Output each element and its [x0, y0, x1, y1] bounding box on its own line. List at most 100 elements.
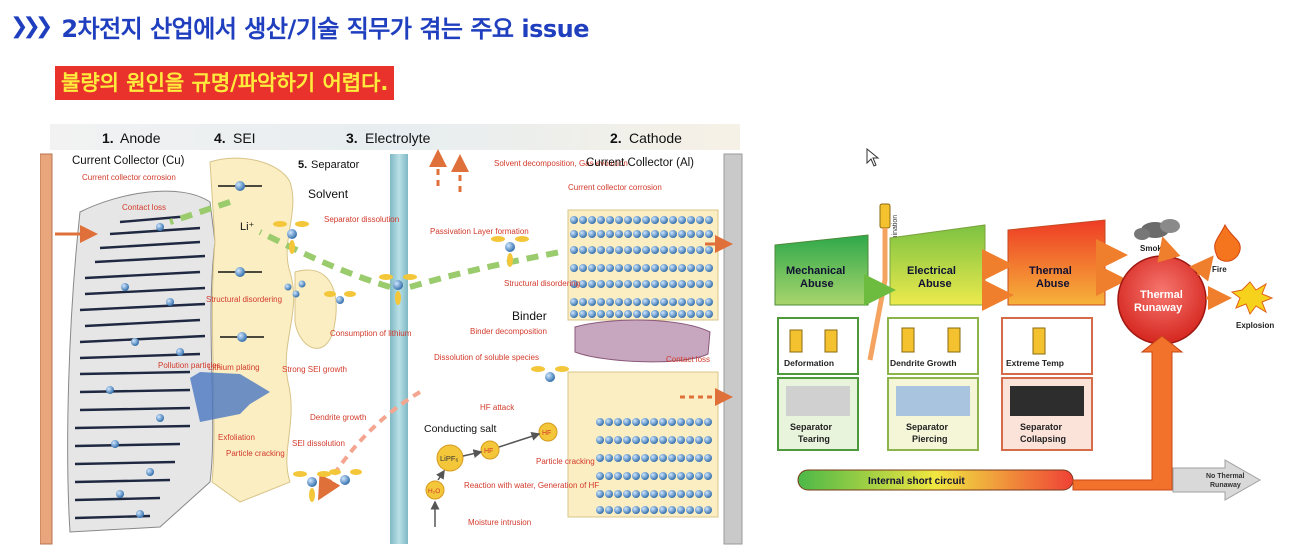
- arrow-to-smoke: [1157, 236, 1181, 263]
- cathode-ion: [570, 310, 578, 318]
- label-smoke: Smoke: [1140, 244, 1167, 253]
- cathode-ion: [687, 298, 695, 306]
- cathode-ion: [597, 216, 605, 224]
- extreme-temp-panel: [1001, 317, 1093, 375]
- cathode-ion: [596, 490, 604, 498]
- cathode-ion: [605, 454, 613, 462]
- cathode-ion: [605, 472, 613, 480]
- cathode-ion: [686, 472, 694, 480]
- header-anode: Anode: [120, 130, 161, 146]
- penetration-cell-icon: [824, 329, 838, 353]
- cathode-ion: [660, 310, 668, 318]
- cathode-ion: [669, 216, 677, 224]
- cathode-ion: [632, 418, 640, 426]
- cathode-ion: [633, 280, 641, 288]
- cathode-ion: [570, 280, 578, 288]
- cathode-ion: [606, 310, 614, 318]
- cathode-ion: [570, 230, 578, 238]
- label-pollution: Pollution particles: [158, 361, 221, 370]
- cathode-ion: [624, 230, 632, 238]
- lithium-plating-deposit: [190, 372, 270, 422]
- label-lipf6: LiPF₆: [440, 454, 458, 463]
- cathode-ion: [633, 230, 641, 238]
- cathode-ion: [696, 280, 704, 288]
- cathode-ion: [633, 298, 641, 306]
- cathode-ion: [677, 418, 685, 426]
- label-cc-corrosion-right: Current collector corrosion: [568, 183, 662, 192]
- cathode-ion: [687, 310, 695, 318]
- cathode-ion: [624, 280, 632, 288]
- cathode-ion: [579, 230, 587, 238]
- label-structural-disordering-left: Structural disordering: [206, 295, 282, 304]
- cathode-ion: [705, 298, 713, 306]
- cathode-ion: [614, 418, 622, 426]
- cathode-ion: [624, 216, 632, 224]
- cathode-ion: [579, 310, 587, 318]
- label-structural-disordering-right: Structural disordering: [504, 279, 580, 288]
- cathode-ion: [668, 506, 676, 514]
- label-separator-num: 5.: [298, 159, 307, 171]
- cathode-ion: [668, 472, 676, 480]
- cathode-ion: [695, 490, 703, 498]
- label-lithium-plating: Lithium plating: [208, 363, 260, 372]
- overcharge-cell-icon: [901, 327, 915, 353]
- cathode-ion: [624, 246, 632, 254]
- label-hf-2: HF: [542, 430, 551, 437]
- label-dissolution-soluble: Dissolution of soluble species: [434, 353, 539, 362]
- cathode-ion: [624, 264, 632, 272]
- header-sei-num: 4.: [214, 130, 226, 146]
- cathode-ion: [659, 506, 667, 514]
- cathode-ion: [596, 472, 604, 480]
- label-solvent: Solvent: [308, 187, 349, 201]
- cathode-ion: [704, 506, 712, 514]
- cathode-ion: [596, 418, 604, 426]
- cathode-ion: [651, 280, 659, 288]
- cathode-ion: [687, 230, 695, 238]
- cathode-ion: [623, 418, 631, 426]
- cathode-ion: [632, 436, 640, 444]
- cathode-ion: [623, 490, 631, 498]
- cathode-ion: [650, 418, 658, 426]
- cathode-ion: [588, 280, 596, 288]
- cathode-ion: [570, 216, 578, 224]
- cathode-ion: [597, 280, 605, 288]
- cathode-ion: [677, 506, 685, 514]
- header-sei: SEI: [233, 130, 256, 146]
- graphite-layers: [74, 214, 206, 520]
- cathode-ion: [677, 454, 685, 462]
- cathode-ion: [606, 264, 614, 272]
- cathode-ion: [659, 490, 667, 498]
- header-cathode-num: 2.: [610, 130, 622, 146]
- mouse-cursor-icon: [866, 148, 880, 167]
- cathode-ion: [570, 264, 578, 272]
- cathode-ion: [579, 246, 587, 254]
- label-isc: Internal short circuit: [868, 476, 965, 487]
- degradation-figure: 1. Anode 4. SEI 3. Electrolyte 2. Cathod…: [40, 122, 744, 546]
- cathode-ion: [704, 472, 712, 480]
- crush-cell-icon: [789, 329, 803, 353]
- cathode-ion: [695, 454, 703, 462]
- label-cc-cu: Current Collector (Cu): [72, 155, 185, 167]
- cathode-ion: [669, 230, 677, 238]
- cathode-ion: [641, 490, 649, 498]
- label-binder: Binder: [512, 309, 547, 323]
- cathode-ion: [632, 454, 640, 462]
- cathode-ion: [588, 246, 596, 254]
- lithium-ions-anode: [106, 223, 184, 518]
- cathode-ion: [659, 472, 667, 480]
- cathode-ion: [687, 246, 695, 254]
- cathode-ion: [668, 454, 676, 462]
- cathode-ion: [605, 490, 613, 498]
- label-h2o: H₂O: [428, 488, 440, 495]
- cathode-ion: [579, 298, 587, 306]
- smoke-icon: [1134, 219, 1180, 240]
- cathode-ion: [633, 246, 641, 254]
- header-electrolyte-num: 3.: [346, 130, 358, 146]
- cathode-ion: [686, 490, 694, 498]
- cathode-ion: [696, 310, 704, 318]
- overdischarge-cell-icon: [947, 327, 961, 353]
